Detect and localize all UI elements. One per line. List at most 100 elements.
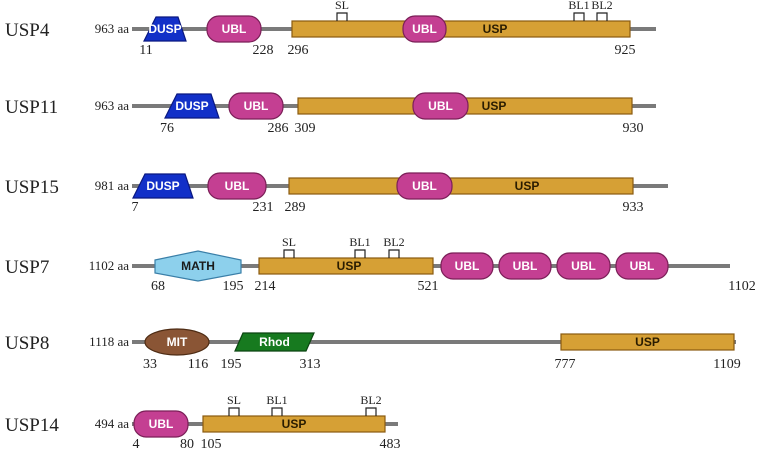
- loop-marker-bl2: BL2: [591, 0, 613, 21]
- domain-mit: MIT: [144, 328, 210, 356]
- residue-position-label: 925: [615, 43, 636, 58]
- loop-marker-bl1: BL1: [349, 235, 371, 258]
- residue-position-label: 33: [143, 357, 157, 372]
- domain-ubl: UBL: [412, 92, 469, 120]
- domain-shape: [234, 332, 315, 352]
- domain-shape: [396, 172, 453, 200]
- domain-shape: [288, 177, 634, 195]
- loop-marker-bl1: BL1: [266, 393, 288, 416]
- loop-marker-bracket: [283, 249, 295, 258]
- domain-shape: [402, 15, 447, 43]
- protein-name: USP14: [5, 415, 59, 436]
- protein-length-label: 1102 aa: [89, 258, 130, 273]
- loop-marker-bracket: [388, 249, 400, 258]
- loop-marker-sl: SL: [227, 393, 241, 416]
- domain-ubl: UBL: [402, 15, 447, 43]
- domain-shape: [144, 328, 210, 356]
- domain-dusp: DUSP: [143, 16, 187, 42]
- residue-position-label: 195: [223, 279, 244, 294]
- domain-label: Rhod: [259, 335, 290, 349]
- domain-shape: [154, 250, 242, 282]
- residue-position-label: 76: [160, 121, 174, 136]
- residue-position-label: 7: [132, 200, 139, 215]
- domain-shape: [207, 172, 267, 200]
- domain-label: UBL: [455, 259, 480, 273]
- domain-label: DUSP: [148, 22, 181, 36]
- domain-shape: [615, 252, 669, 280]
- domain-label: UBL: [571, 259, 596, 273]
- loop-marker-label: BL1: [349, 235, 370, 249]
- residue-position-label: 105: [201, 437, 222, 452]
- domain-label: USP: [337, 259, 362, 273]
- residue-position-label: 116: [188, 357, 208, 372]
- loop-marker-label: BL2: [591, 0, 612, 12]
- domain-label: USP: [483, 22, 508, 36]
- protein-name: USP15: [5, 177, 59, 198]
- loop-marker-sl: SL: [282, 235, 296, 258]
- residue-position-label: 933: [623, 200, 644, 215]
- residue-position-label: 195: [221, 357, 242, 372]
- protein-length-label: 963 aa: [95, 21, 130, 36]
- domain-shape: [556, 252, 611, 280]
- domain-shape: [258, 257, 434, 275]
- protein-name: USP4: [5, 20, 50, 41]
- residue-position-label: 309: [295, 121, 316, 136]
- domain-ubl: UBL: [133, 410, 189, 438]
- residue-position-label: 4: [133, 437, 140, 452]
- protein-length-label: 981 aa: [95, 178, 130, 193]
- domain-shape: [202, 415, 386, 433]
- domain-label: UBL: [412, 22, 437, 36]
- residue-position-label: 228: [253, 43, 274, 58]
- loop-marker-sl: SL: [335, 0, 349, 21]
- loop-marker-bracket: [354, 249, 366, 258]
- residue-position-label: 80: [180, 437, 194, 452]
- residue-position-label: 483: [380, 437, 401, 452]
- domain-shape: [498, 252, 552, 280]
- domain-label: UBL: [149, 417, 174, 431]
- domain-label: UBL: [222, 22, 247, 36]
- domain-shape: [143, 16, 187, 42]
- domain-label: MATH: [181, 259, 215, 273]
- domain-label: UBL: [412, 179, 437, 193]
- loop-marker-bl1: BL1: [568, 0, 590, 21]
- loop-marker-label: SL: [227, 393, 241, 407]
- residue-position-label: 313: [300, 357, 321, 372]
- domain-ubl: UBL: [556, 252, 611, 280]
- residue-position-label: 296: [288, 43, 309, 58]
- domain-ubl: UBL: [615, 252, 669, 280]
- residue-position-label: 286: [268, 121, 289, 136]
- domain-label: UBL: [225, 179, 250, 193]
- domain-usp: USP: [258, 257, 434, 275]
- loop-marker-bl2: BL2: [383, 235, 405, 258]
- loop-marker-bracket: [271, 407, 283, 416]
- domain-label: DUSP: [175, 99, 208, 113]
- residue-position-label: 214: [255, 279, 276, 294]
- residue-position-label: 930: [623, 121, 644, 136]
- residue-position-label: 231: [253, 200, 274, 215]
- protein-name: USP7: [5, 257, 49, 278]
- loop-marker-bracket: [596, 12, 608, 21]
- loop-marker-bracket: [336, 12, 348, 21]
- domain-ubl: UBL: [440, 252, 494, 280]
- domain-dusp: DUSP: [132, 173, 194, 199]
- loop-marker-label: SL: [282, 235, 296, 249]
- domain-label: USP: [482, 99, 507, 113]
- domain-ubl: UBL: [207, 172, 267, 200]
- loop-marker-bracket: [228, 407, 240, 416]
- domain-ubl: UBL: [498, 252, 552, 280]
- residue-position-label: 777: [555, 357, 576, 372]
- domain-label: UBL: [244, 99, 269, 113]
- domain-usp: USP: [291, 20, 631, 38]
- domain-label: UBL: [513, 259, 538, 273]
- residue-position-label: 1109: [713, 357, 740, 372]
- loop-marker-label: BL1: [568, 0, 589, 12]
- domain-label: USP: [635, 335, 660, 349]
- domain-usp: USP: [560, 333, 735, 351]
- domain-label: DUSP: [146, 179, 179, 193]
- loop-marker-bl2: BL2: [360, 393, 382, 416]
